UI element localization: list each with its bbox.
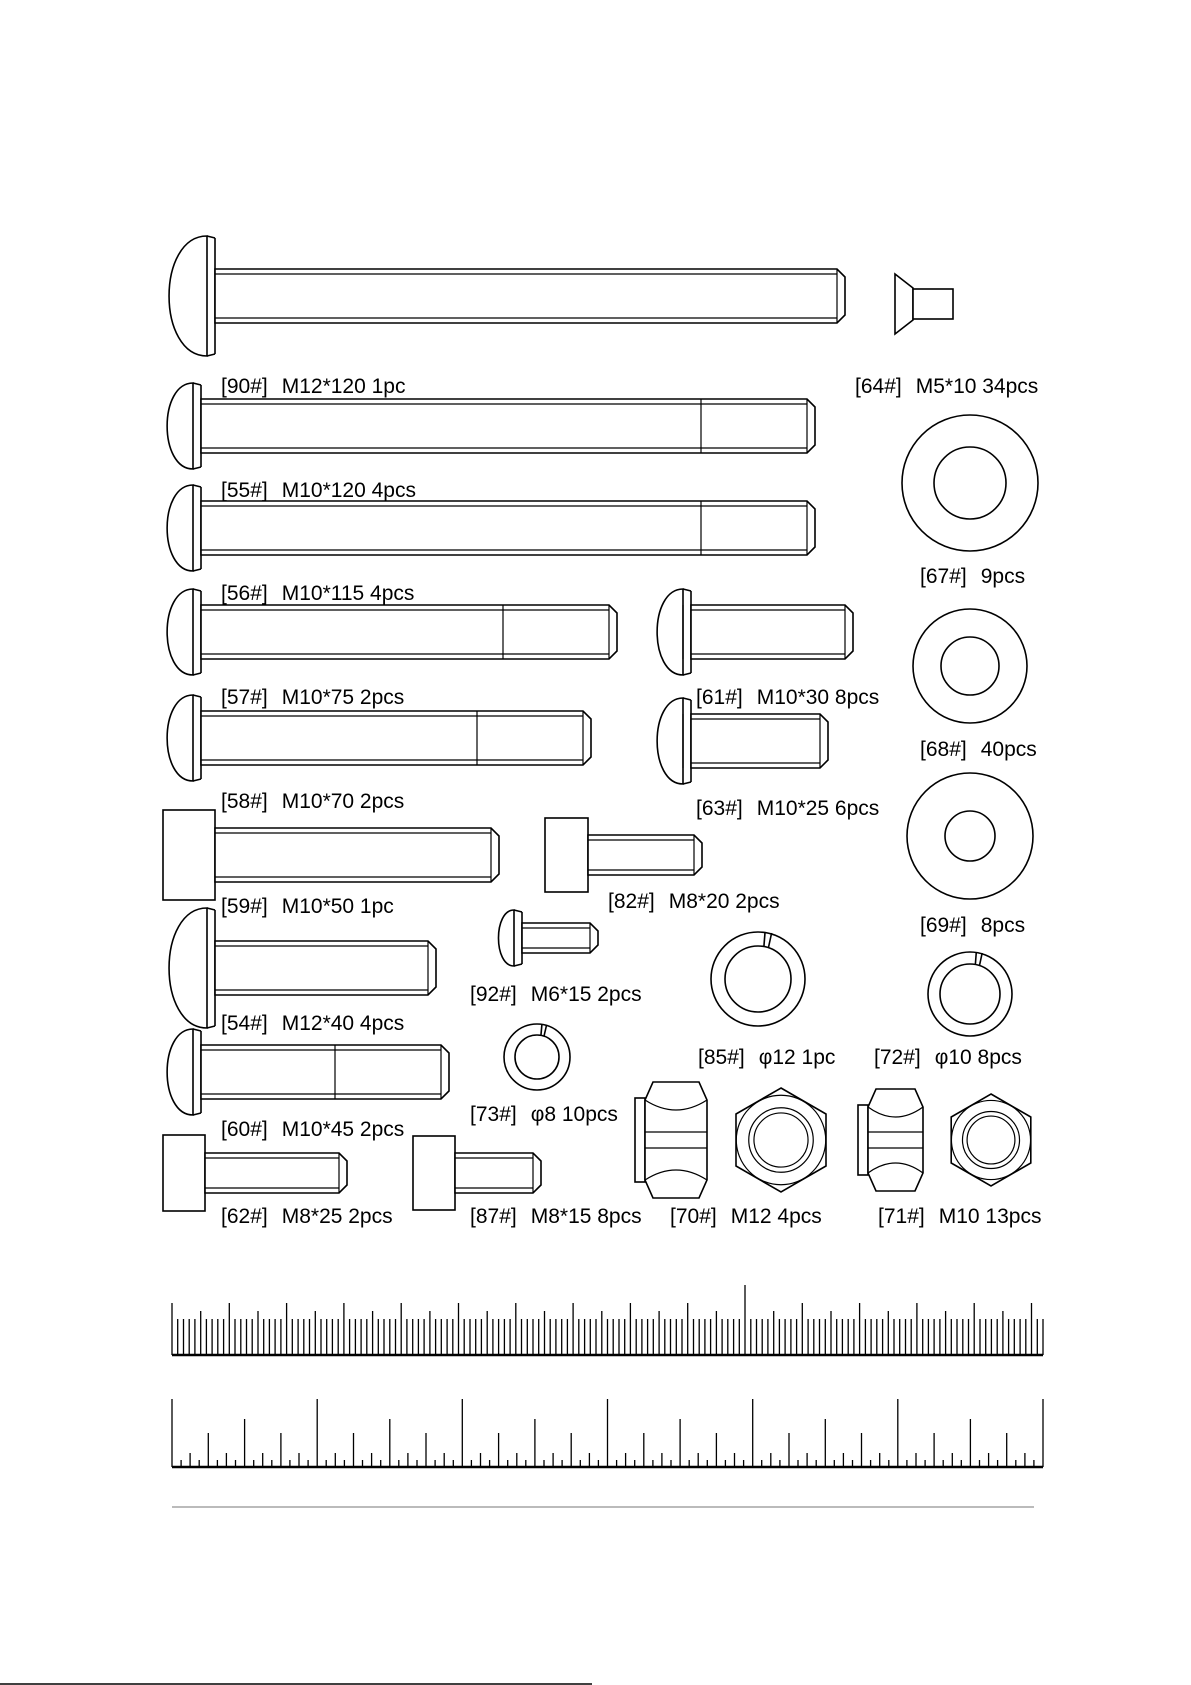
part-label-82: [82#] M8*20 2pcs <box>608 890 780 913</box>
part-spec: M10*50 1pc <box>282 895 394 918</box>
part-code: [69#] <box>920 914 967 937</box>
part-code: [70#] <box>670 1205 717 1228</box>
part-spec: φ12 1pc <box>759 1046 836 1069</box>
part-spec: M10 13pcs <box>939 1205 1042 1228</box>
part-55-round-head-bolt <box>166 382 816 470</box>
part-spec: M8*25 2pcs <box>282 1205 393 1228</box>
part-82-socket-head-bolt <box>544 817 703 893</box>
part-label-87: [87#] M8*15 8pcs <box>470 1205 642 1228</box>
part-85-spring-washer <box>710 931 806 1027</box>
part-spec: M10*70 2pcs <box>282 790 405 813</box>
part-87-socket-head-bolt <box>412 1135 542 1211</box>
part-69-flat-washer <box>906 772 1034 900</box>
part-label-90: [90#] M12*120 1pc <box>221 375 405 398</box>
part-code: [56#] <box>221 582 268 605</box>
part-code: [59#] <box>221 895 268 918</box>
part-label-69: [69#] 8pcs <box>920 914 1025 937</box>
part-code: [61#] <box>696 686 743 709</box>
part-label-56: [56#] M10*115 4pcs <box>221 582 414 605</box>
part-59-socket-head-bolt <box>162 809 500 901</box>
part-label-72: [72#] φ10 8pcs <box>874 1046 1022 1069</box>
part-code: [82#] <box>608 890 655 913</box>
part-code: [71#] <box>878 1205 925 1228</box>
part-70-nylon-lock-nut <box>634 1081 827 1199</box>
part-label-71: [71#] M10 13pcs <box>878 1205 1041 1228</box>
part-64-countersunk-screw <box>894 272 954 336</box>
part-spec: M10*30 8pcs <box>757 686 880 709</box>
part-code: [85#] <box>698 1046 745 1069</box>
part-label-63: [63#] M10*25 6pcs <box>696 797 879 820</box>
part-58-round-head-bolt <box>166 694 592 782</box>
part-label-92: [92#] M6*15 2pcs <box>470 983 642 1006</box>
part-spec: M12*40 4pcs <box>282 1012 405 1035</box>
part-73-spring-washer <box>503 1023 571 1091</box>
part-54-round-head-bolt <box>168 907 437 1029</box>
part-label-70: [70#] M12 4pcs <box>670 1205 822 1228</box>
part-label-64: [64#] M5*10 34pcs <box>855 375 1038 398</box>
part-spec: M12 4pcs <box>731 1205 822 1228</box>
part-label-68: [68#] 40pcs <box>920 738 1037 761</box>
part-code: [72#] <box>874 1046 921 1069</box>
part-spec: M5*10 34pcs <box>916 375 1039 398</box>
part-spec: M10*25 6pcs <box>757 797 880 820</box>
part-code: [55#] <box>221 479 268 502</box>
part-spec: M10*75 2pcs <box>282 686 405 709</box>
part-label-54: [54#] M12*40 4pcs <box>221 1012 404 1035</box>
part-spec: M10*45 2pcs <box>282 1118 405 1141</box>
part-spec: φ8 10pcs <box>531 1103 618 1126</box>
part-label-55: [55#] M10*120 4pcs <box>221 479 416 502</box>
part-label-57: [57#] M10*75 2pcs <box>221 686 404 709</box>
part-code: [92#] <box>470 983 517 1006</box>
part-code: [57#] <box>221 686 268 709</box>
part-spec: M10*115 4pcs <box>282 582 415 605</box>
part-label-73: [73#] φ8 10pcs <box>470 1103 618 1126</box>
part-code: [68#] <box>920 738 967 761</box>
part-71-nylon-lock-nut <box>857 1088 1032 1192</box>
part-code: [54#] <box>221 1012 268 1035</box>
part-label-62: [62#] M8*25 2pcs <box>221 1205 393 1228</box>
part-label-61: [61#] M10*30 8pcs <box>696 686 879 709</box>
part-56-round-head-bolt <box>166 484 816 572</box>
part-code: [58#] <box>221 790 268 813</box>
part-label-85: [85#] φ12 1pc <box>698 1046 835 1069</box>
part-code: [62#] <box>221 1205 268 1228</box>
part-60-round-head-bolt <box>166 1028 450 1116</box>
part-spec: M8*15 8pcs <box>531 1205 642 1228</box>
part-spec: 9pcs <box>981 565 1025 588</box>
part-63-round-head-bolt <box>656 697 829 785</box>
part-68-flat-washer <box>912 608 1028 724</box>
part-spec: 8pcs <box>981 914 1025 937</box>
part-code: [90#] <box>221 375 268 398</box>
part-label-60: [60#] M10*45 2pcs <box>221 1118 404 1141</box>
part-spec: M10*120 4pcs <box>282 479 416 502</box>
part-61-round-head-bolt <box>656 588 854 676</box>
part-spec: M12*120 1pc <box>282 375 406 398</box>
part-label-67: [67#] 9pcs <box>920 565 1025 588</box>
part-spec: M8*20 2pcs <box>669 890 780 913</box>
part-90-round-head-bolt <box>168 235 846 357</box>
ruler-top <box>171 1285 1044 1357</box>
part-label-59: [59#] M10*50 1pc <box>221 895 394 918</box>
parts-layer <box>162 235 1039 1212</box>
part-spec: 40pcs <box>981 738 1037 761</box>
part-57-round-head-bolt <box>166 588 618 676</box>
part-label-58: [58#] M10*70 2pcs <box>221 790 404 813</box>
part-code: [63#] <box>696 797 743 820</box>
ruler-bottom <box>171 1399 1044 1469</box>
part-code: [67#] <box>920 565 967 588</box>
part-72-spring-washer <box>927 951 1013 1037</box>
part-code: [60#] <box>221 1118 268 1141</box>
part-code: [64#] <box>855 375 902 398</box>
labels-layer: [90#] M12*120 1pc [64#] M5*10 34pcs [55#] M10… <box>221 375 1041 1228</box>
part-code: [87#] <box>470 1205 517 1228</box>
part-spec: φ10 8pcs <box>935 1046 1022 1069</box>
part-code: [73#] <box>470 1103 517 1126</box>
part-92-round-head-bolt <box>497 909 599 967</box>
part-67-flat-washer <box>901 414 1039 552</box>
part-spec: M6*15 2pcs <box>531 983 642 1006</box>
part-62-socket-head-bolt <box>162 1134 348 1212</box>
